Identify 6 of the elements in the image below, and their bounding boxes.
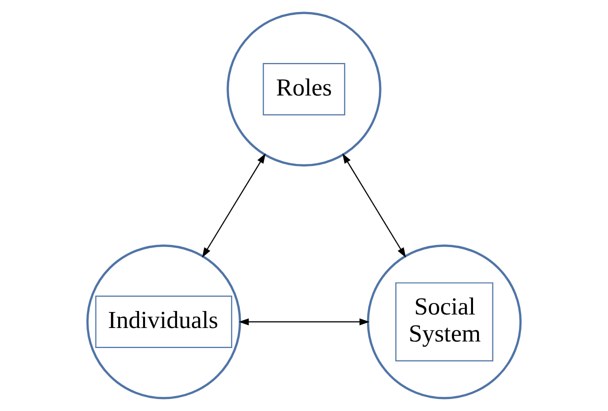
- arrow: [238, 318, 370, 326]
- arrow: [342, 153, 406, 258]
- node-circle: Individuals: [86, 244, 242, 400]
- node-circle: Roles: [226, 12, 382, 167]
- node-circle: Social System: [366, 244, 522, 400]
- arrow: [202, 153, 266, 258]
